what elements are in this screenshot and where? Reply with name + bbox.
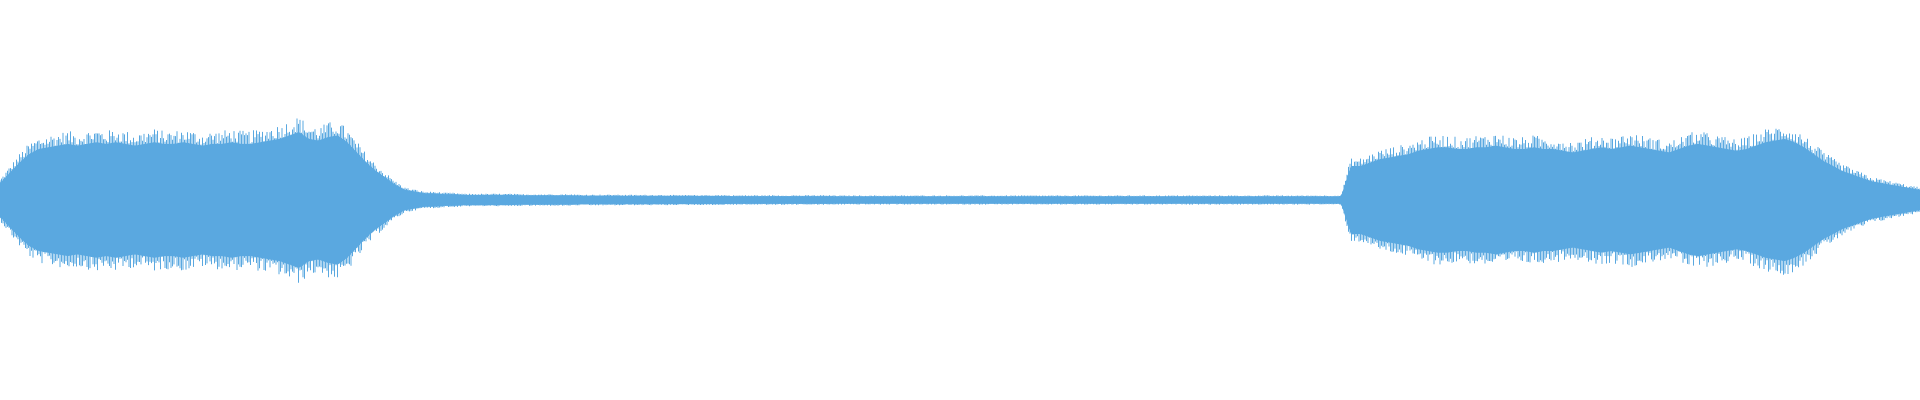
- waveform-fringe: [0, 118, 1920, 283]
